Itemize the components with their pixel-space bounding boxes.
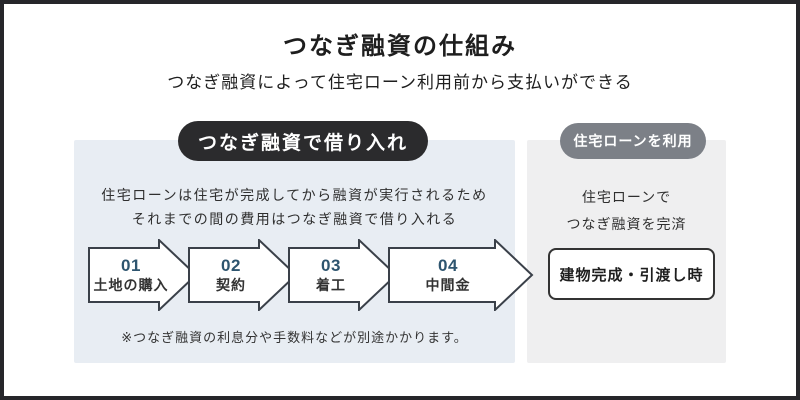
bridge-loan-description-line1: 住宅ローンは住宅が完成してから融資が実行されるため — [101, 187, 488, 203]
process-flow: 01 土地の購入 02 契約 03 着工 04 中間金 — [88, 239, 534, 311]
step-text: 04 中間金 — [388, 239, 508, 311]
step-number: 04 — [438, 255, 458, 275]
right-arrow-icon — [88, 239, 198, 311]
step-label: 着工 — [316, 277, 346, 294]
final-step-box: 建物完成・引渡し時 — [548, 248, 715, 300]
step-label: 中間金 — [425, 277, 471, 294]
bridge-loan-description: 住宅ローンは住宅が完成してから融資が実行されるため それまでの間の費用はつなぎ融… — [74, 184, 515, 232]
step-label: 契約 — [216, 277, 246, 294]
page-subtitle: つなぎ融資によって住宅ローン利用前から支払いができる — [167, 73, 633, 92]
step-number: 02 — [221, 255, 241, 275]
right-arrow-icon — [188, 239, 298, 311]
right-arrow-icon — [288, 239, 398, 311]
flow-step-3: 03 着工 — [288, 239, 398, 311]
mortgage-description-line1: 住宅ローンで — [581, 189, 672, 205]
bridge-loan-badge-label: つなぎ融資で借り入れ — [197, 132, 408, 154]
step-number: 03 — [321, 255, 341, 275]
step-text: 03 着工 — [288, 239, 374, 311]
right-arrow-icon — [388, 239, 534, 311]
bridge-loan-badge: つなぎ融資で借り入れ — [178, 121, 428, 161]
flow-step-1: 01 土地の購入 — [88, 239, 198, 311]
bridge-loan-note: ※つなぎ融資の利息分や手数料などが別途かかります。 — [121, 330, 468, 345]
step-text: 01 土地の購入 — [88, 239, 174, 311]
mortgage-description: 住宅ローンで つなぎ融資を完済 — [527, 184, 726, 239]
mortgage-badge-label: 住宅ローンを利用 — [573, 133, 693, 149]
step-number: 01 — [121, 255, 141, 275]
flow-step-4: 04 中間金 — [388, 239, 534, 311]
bridge-loan-description-line2: それまでの間の費用はつなぎ融資で借り入れる — [131, 210, 458, 227]
mortgage-description-line2: つなぎ融資を完済 — [566, 216, 687, 233]
page-title: つなぎ融資の仕組み — [283, 33, 517, 60]
step-label: 土地の購入 — [93, 277, 169, 294]
step-text: 02 契約 — [188, 239, 274, 311]
final-step-label: 建物完成・引渡し時 — [559, 266, 704, 284]
flow-step-2: 02 契約 — [188, 239, 298, 311]
mortgage-badge: 住宅ローンを利用 — [560, 123, 706, 159]
